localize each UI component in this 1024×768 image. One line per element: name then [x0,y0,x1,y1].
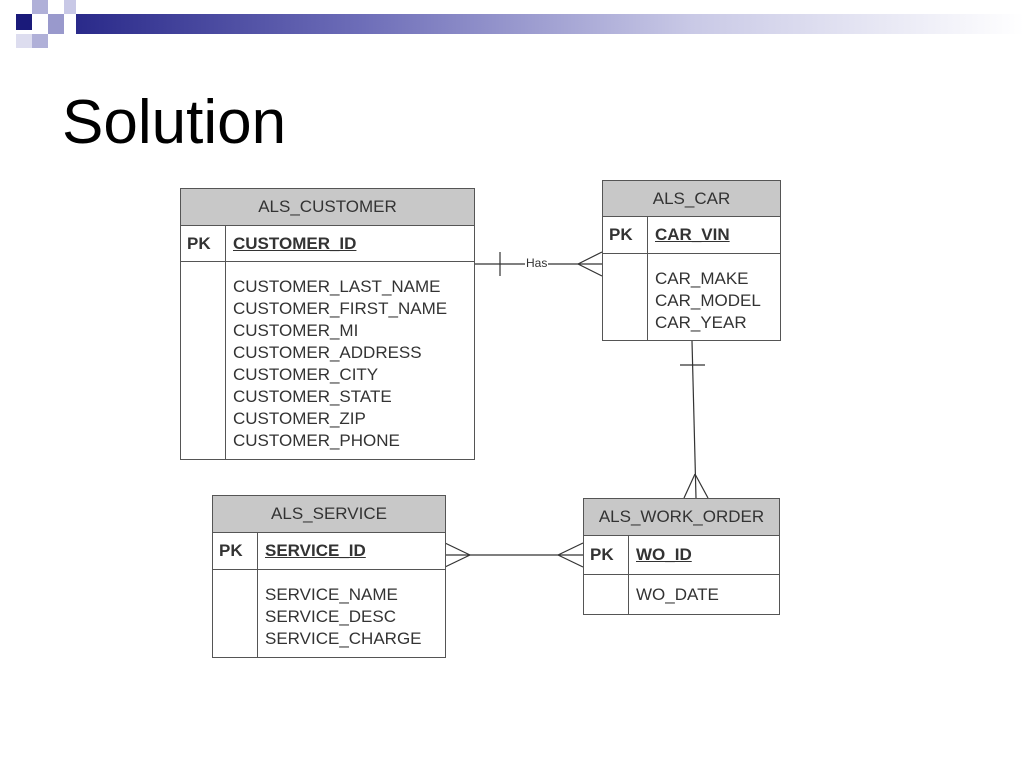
entity-name: ALS_CUSTOMER [181,189,474,226]
attribute-gutter [213,570,258,657]
attribute: WO_DATE [636,585,719,604]
attribute: CUSTOMER_FIRST_NAME [233,299,448,318]
attribute-list: WO_DATE [629,575,719,614]
entity-als-service: ALS_SERVICE PK SERVICE_ID SERVICE_NAME S… [212,495,446,658]
attribute: CAR_MODEL [655,291,761,310]
attribute: SERVICE_CHARGE [265,629,422,648]
header-square-light [48,14,64,34]
attribute: CUSTOMER_STATE [233,387,392,406]
attribute-list: CUSTOMER_LAST_NAME CUSTOMER_FIRST_NAME C… [226,262,447,459]
pk-label: PK [213,533,258,569]
header-gradient-band [76,14,1024,34]
attribute-section: WO_DATE [584,575,779,614]
header-square-light [32,0,48,14]
pk-field: WO_ID [636,545,692,564]
entity-name: ALS_WORK_ORDER [584,499,779,536]
attribute-section: SERVICE_NAME SERVICE_DESC SERVICE_CHARGE [213,570,445,657]
attribute-section: CAR_MAKE CAR_MODEL CAR_YEAR [603,254,780,340]
attribute-gutter [181,262,226,459]
entity-name: ALS_SERVICE [213,496,445,533]
pk-field: SERVICE_ID [265,541,366,560]
relationship-label-has: Has [525,256,549,270]
attribute: SERVICE_NAME [265,585,398,604]
slide-title: Solution [62,88,287,157]
attribute-list: SERVICE_NAME SERVICE_DESC SERVICE_CHARGE [258,570,422,657]
header-square-dark [16,14,32,30]
primary-key-row: PK SERVICE_ID [213,533,445,570]
entity-als-car: ALS_CAR PK CAR_VIN CAR_MAKE CAR_MODEL CA… [602,180,781,341]
attribute: CUSTOMER_CITY [233,365,379,384]
pk-label: PK [584,536,629,574]
attribute: SERVICE_DESC [265,607,397,626]
attribute-section: CUSTOMER_LAST_NAME CUSTOMER_FIRST_NAME C… [181,262,474,459]
entity-als-customer: ALS_CUSTOMER PK CUSTOMER_ID CUSTOMER_LAS… [180,188,475,460]
attribute: CUSTOMER_MI [233,321,359,340]
attribute: CUSTOMER_ADDRESS [233,343,422,362]
slide-header-decoration [0,0,1024,62]
attribute: CUSTOMER_ZIP [233,409,366,428]
attribute: CUSTOMER_LAST_NAME [233,277,441,296]
primary-key-row: PK CAR_VIN [603,217,780,254]
header-square-light [16,34,32,48]
pk-label: PK [181,226,226,261]
entity-name: ALS_CAR [603,181,780,217]
attribute-gutter [584,575,629,614]
primary-key-row: PK CUSTOMER_ID [181,226,474,262]
attribute-gutter [603,254,648,340]
pk-field: CAR_VIN [655,225,730,244]
attribute: CUSTOMER_PHONE [233,431,400,450]
attribute-list: CAR_MAKE CAR_MODEL CAR_YEAR [648,254,761,340]
pk-label: PK [603,217,648,253]
pk-field: CUSTOMER_ID [233,233,357,253]
entity-als-work-order: ALS_WORK_ORDER PK WO_ID WO_DATE [583,498,780,615]
attribute: CAR_MAKE [655,269,749,288]
attribute: CAR_YEAR [655,313,747,332]
header-square-light [32,34,48,48]
primary-key-row: PK WO_ID [584,536,779,575]
header-square-light [64,0,76,14]
